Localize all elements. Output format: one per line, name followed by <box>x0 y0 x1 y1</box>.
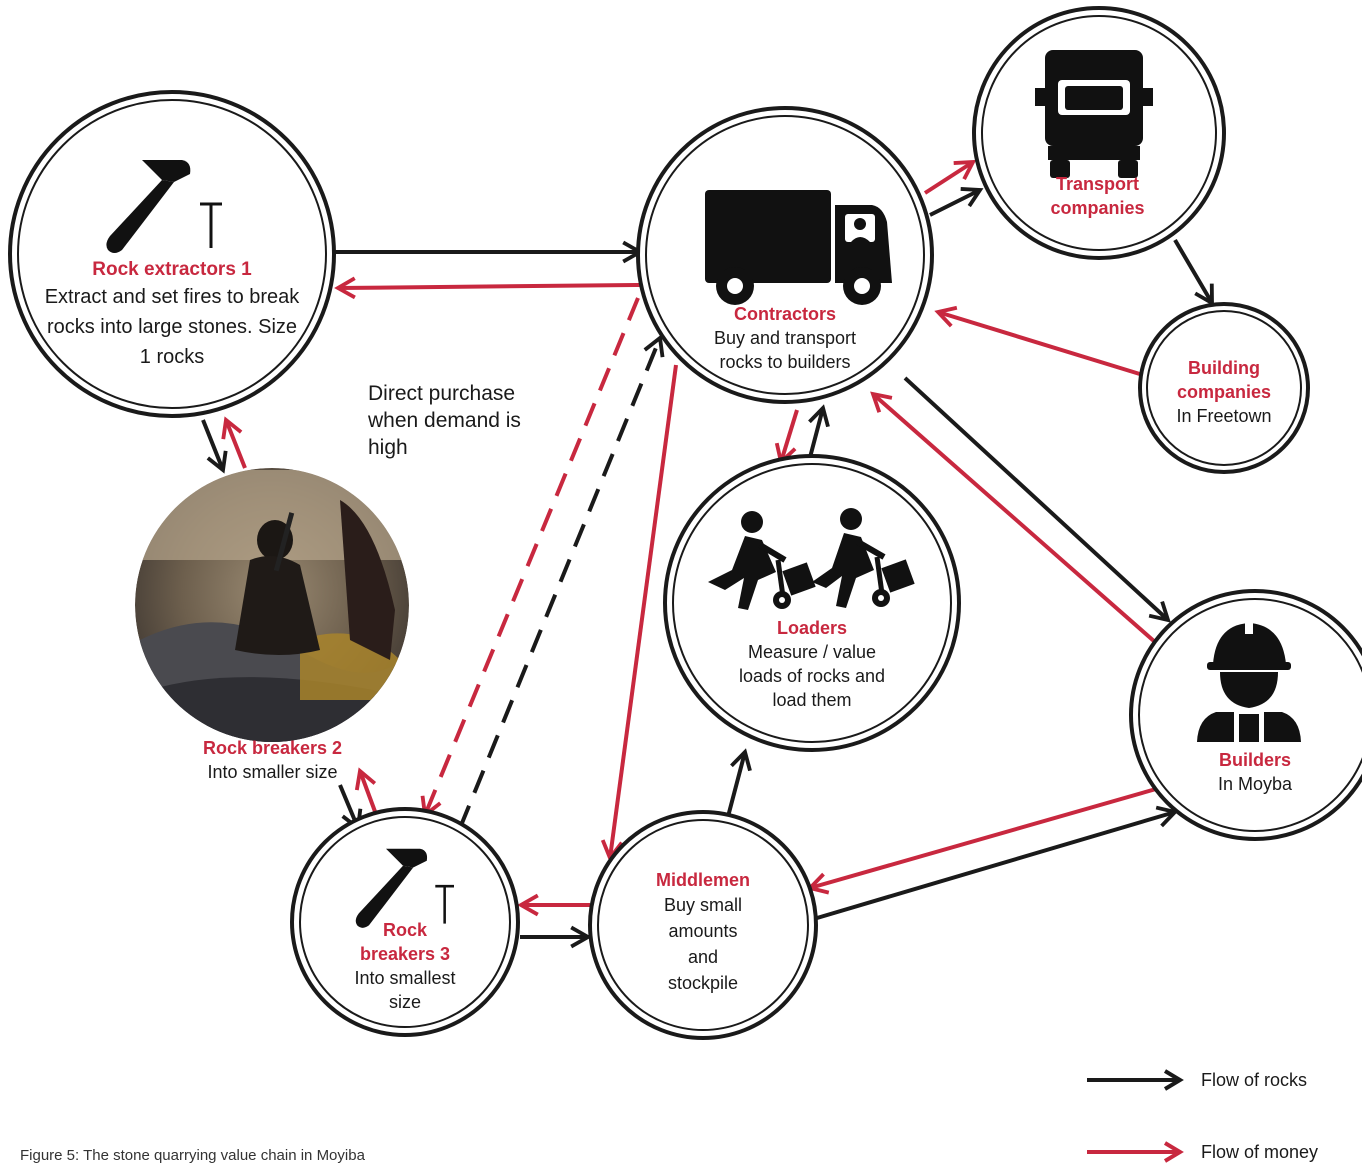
legend-money-label: Flow of money <box>1201 1141 1319 1162</box>
node-circles <box>8 6 1362 1040</box>
red-arrow-icon <box>1087 1141 1184 1163</box>
construction-worker-icon <box>1197 620 1301 742</box>
arrow-building-companies-pay-contractors <box>934 305 1144 377</box>
node-title: Rock breakers 3 <box>359 920 451 964</box>
arrow-builders-pay-middlemen <box>806 783 1171 895</box>
arrow-builders-pay-contractors <box>870 391 1157 644</box>
arrow-contractors-pay-middlemen <box>600 364 678 862</box>
arrow-contractors-to-transport <box>929 187 984 217</box>
arrow-contractors-pay-loaders <box>774 409 799 466</box>
node-description: Measure / value loads of rocks and load … <box>738 642 886 710</box>
node-description: In Freetown <box>1176 406 1272 426</box>
node-rock-breakers-2: Rock breakers 2 Into smaller size <box>175 736 370 784</box>
node-title: Builders <box>1218 750 1292 770</box>
node-rock-breakers-3: Rock breakers 3 Into smallest size <box>335 918 475 1014</box>
node-description: Into smaller size <box>207 762 338 782</box>
arrow-breakers3-to-contractors-dashed <box>458 334 665 829</box>
figure-caption: Figure 5: The stone quarrying value chai… <box>20 1147 365 1164</box>
node-middlemen-ring <box>588 810 818 1040</box>
black-arrow-icon <box>1087 1069 1184 1091</box>
arrow-breakers2-pay-extractors <box>221 416 247 469</box>
node-title: Rock breakers 2 <box>202 738 343 758</box>
arrow-contractors-pay-extractors <box>334 276 641 300</box>
node-title: Loaders <box>776 618 848 638</box>
rock-breakers-photo <box>135 468 409 742</box>
direct-purchase-annotation: Direct purchase when demand is high <box>368 382 521 459</box>
node-loaders-ring <box>663 454 961 752</box>
hammer-nail-icon <box>106 160 222 253</box>
node-description: Into smallest size <box>354 968 456 1012</box>
arrow-contractors-pay-breakers3-dashed <box>420 297 640 819</box>
arrow-contractors-pay-transport <box>923 159 977 195</box>
delivery-truck-icon <box>705 190 892 305</box>
hand-truck-workers-icon <box>708 508 915 610</box>
rock-flow-arrows <box>201 187 1214 949</box>
money-flow-arrows <box>221 159 1171 917</box>
arrow-extractors-to-breakers2 <box>201 419 228 474</box>
arrow-contractors-to-builders <box>903 376 1171 623</box>
node-building-companies-ring <box>1138 302 1310 474</box>
legend-rocks: Flow of rocks <box>1085 1068 1307 1092</box>
node-title: Building companies <box>1176 358 1272 402</box>
hammer-nail-icon <box>355 848 455 928</box>
node-description: In Moyba <box>1217 774 1293 794</box>
node-description: Extract and set fires to break rocks int… <box>44 286 300 368</box>
node-contractors: Contractors Buy and transport rocks to b… <box>695 302 875 374</box>
legend-rocks-label: Flow of rocks <box>1201 1069 1308 1090</box>
legend-money: Flow of money <box>1085 1140 1318 1164</box>
node-building-companies: Building companies In Freetown <box>1168 356 1280 428</box>
node-middlemen: Middlemen Buy small amounts and stockpil… <box>640 868 766 996</box>
node-rock-extractors-1: Rock extractors 1 Extract and set fires … <box>42 258 302 372</box>
node-rock-breakers-3-ring <box>290 807 520 1037</box>
node-transport-companies: Transport companies <box>1030 172 1165 220</box>
node-builders: Builders In Moyba <box>1195 748 1315 796</box>
node-title: Transport companies <box>1050 174 1145 218</box>
arrow-transport-to-building-companies <box>1173 238 1214 307</box>
node-description: Buy and transport rocks to builders <box>713 328 857 372</box>
truck-front-icon <box>1035 50 1153 178</box>
node-title: Contractors <box>733 304 836 324</box>
arrow-middlemen-to-builders <box>816 805 1179 920</box>
node-description: Buy small amounts and stockpile <box>663 895 743 993</box>
node-rock-extractors-1-ring <box>8 90 336 418</box>
node-title: Middlemen <box>655 870 750 890</box>
node-loaders: Loaders Measure / value loads of rocks a… <box>692 616 932 712</box>
node-title: Rock extractors 1 <box>92 259 252 280</box>
